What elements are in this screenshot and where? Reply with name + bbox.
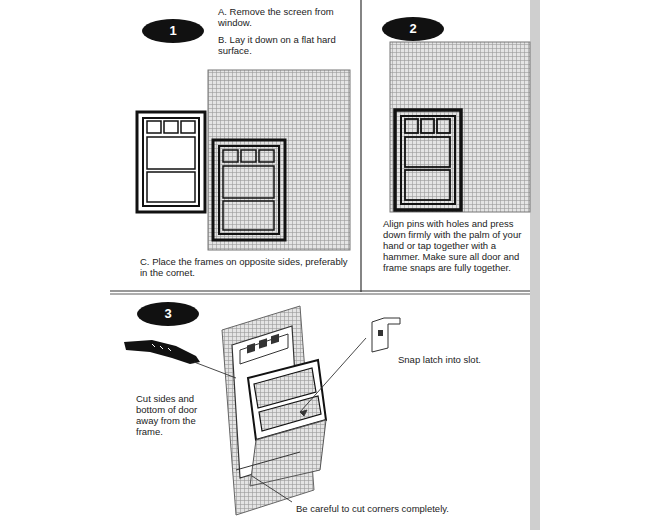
door-frame	[395, 110, 461, 210]
step-oval: 1	[142, 19, 204, 43]
step-oval: 2	[382, 17, 444, 41]
knife	[124, 340, 200, 364]
step-number: 1	[169, 24, 176, 38]
latch	[372, 318, 400, 352]
window-screen	[390, 42, 530, 212]
step-number: 2	[409, 22, 416, 36]
step-number: 3	[164, 307, 171, 321]
instruction-text: B. Lay it down on a flat hard surface.	[218, 34, 348, 56]
instruction-text: C. Place the frames on opposite sides, p…	[140, 256, 355, 278]
window-screen	[208, 70, 350, 250]
instruction-text: Snap latch into slot.	[398, 354, 518, 365]
leader-line	[194, 338, 366, 502]
instruction-text: Align pins with holes and press down fir…	[383, 218, 528, 273]
divider	[110, 294, 530, 295]
screen-with-door	[222, 306, 326, 515]
door-frame	[137, 112, 205, 212]
edge-bar	[530, 0, 540, 530]
step-oval: 3	[137, 302, 199, 326]
instruction-text: Cut sides and bottom of door away from t…	[136, 393, 220, 437]
door-frame	[213, 140, 285, 240]
instruction-text: Be careful to cut corners completely.	[296, 503, 486, 514]
divider	[110, 290, 530, 291]
instruction-text: A. Remove the screen from window.	[218, 6, 353, 28]
divider	[360, 0, 361, 292]
